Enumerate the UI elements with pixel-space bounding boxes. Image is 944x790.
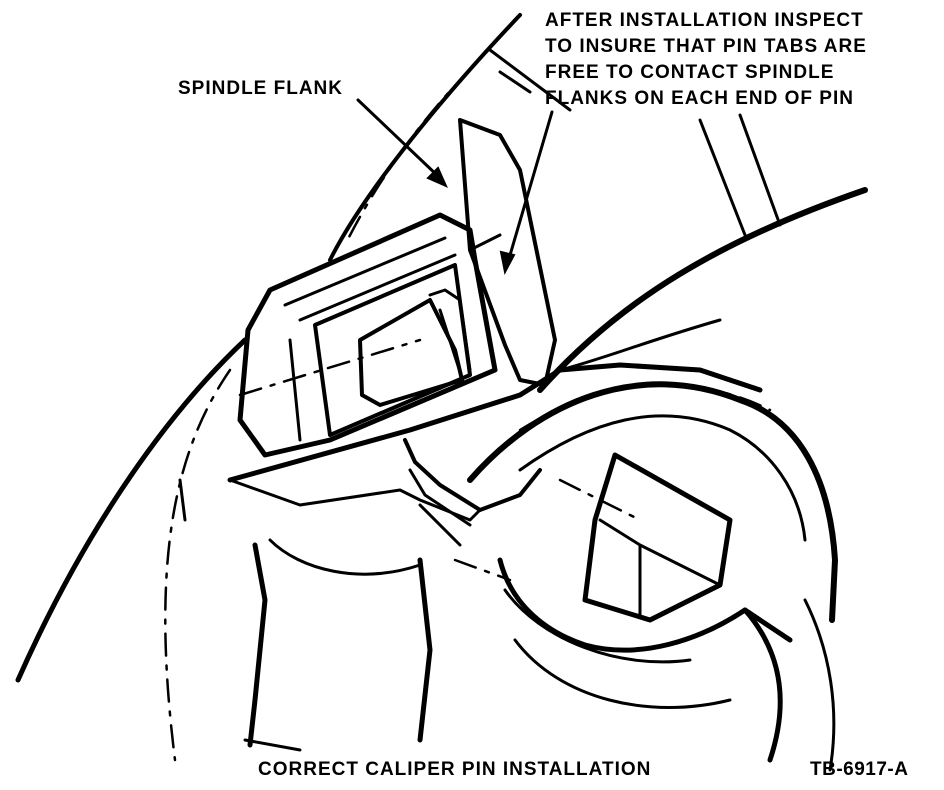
inspection-note-line: FLANKS ON EACH END OF PIN bbox=[545, 88, 854, 109]
rotor-band-outer bbox=[537, 187, 868, 393]
caliper-bridge-top bbox=[227, 362, 763, 483]
inspect-arrowhead bbox=[499, 250, 516, 275]
spindle-flank-block bbox=[458, 118, 557, 387]
figure-id: TB-6917-A bbox=[810, 759, 909, 780]
caliper-bottom-right bbox=[742, 607, 783, 763]
spindle-dash-line bbox=[343, 68, 472, 247]
caliper-saddle bbox=[497, 557, 793, 653]
inspection-note-line: FREE TO CONTACT SPINDLE bbox=[545, 62, 835, 83]
inspection-note-line: AFTER INSTALLATION INSPECT bbox=[545, 10, 864, 31]
spindle-top-line-2 bbox=[498, 70, 532, 94]
caliper-housing-inner bbox=[518, 414, 807, 542]
caliper-bottom-right-2 bbox=[803, 598, 836, 772]
pin-window-opening bbox=[358, 298, 464, 407]
inspection-note: AFTER INSTALLATION INSPECT TO INSURE THA… bbox=[545, 8, 867, 112]
rotor-band-inner bbox=[558, 318, 722, 372]
inspect-leader bbox=[506, 110, 554, 264]
spindle-right-strut-2 bbox=[738, 113, 782, 227]
caliper-lower-left bbox=[268, 538, 422, 576]
pin-tab-window bbox=[313, 263, 472, 437]
caliper-housing-dash bbox=[518, 384, 772, 432]
rotor-left-edge-inner bbox=[164, 368, 232, 762]
caliper-notch bbox=[403, 438, 542, 512]
pin-tab-outer bbox=[237, 212, 498, 458]
caliper-housing-outer bbox=[467, 381, 838, 623]
inspection-note-line: TO INSURE THAT PIN TABS ARE bbox=[545, 36, 867, 57]
caliper-lower-body bbox=[247, 542, 433, 748]
rotor-left-edge bbox=[15, 337, 248, 683]
caliper-pin-tab bbox=[582, 452, 733, 623]
caliper-pin-tab-face bbox=[598, 518, 722, 617]
pin-window-shading bbox=[428, 288, 472, 380]
spindle-flank-arrowhead bbox=[426, 166, 448, 188]
caliper-bridge-edge bbox=[178, 478, 482, 522]
caliper-notch-inner bbox=[408, 468, 472, 547]
spindle-right-strut bbox=[698, 118, 747, 237]
figure-caption: CORRECT CALIPER PIN INSTALLATION bbox=[258, 759, 652, 780]
caliper-bottom-edge bbox=[243, 738, 302, 752]
pin-axis-dash bbox=[238, 338, 422, 397]
spindle-flank-leader bbox=[356, 98, 442, 180]
spindle-flank-label: SPINDLE FLANK bbox=[178, 78, 343, 99]
pin-tab-inner bbox=[283, 236, 457, 442]
spindle-top-line bbox=[488, 48, 572, 112]
caliper-center-dash bbox=[453, 478, 642, 582]
caliper-saddle-inner bbox=[503, 588, 732, 709]
